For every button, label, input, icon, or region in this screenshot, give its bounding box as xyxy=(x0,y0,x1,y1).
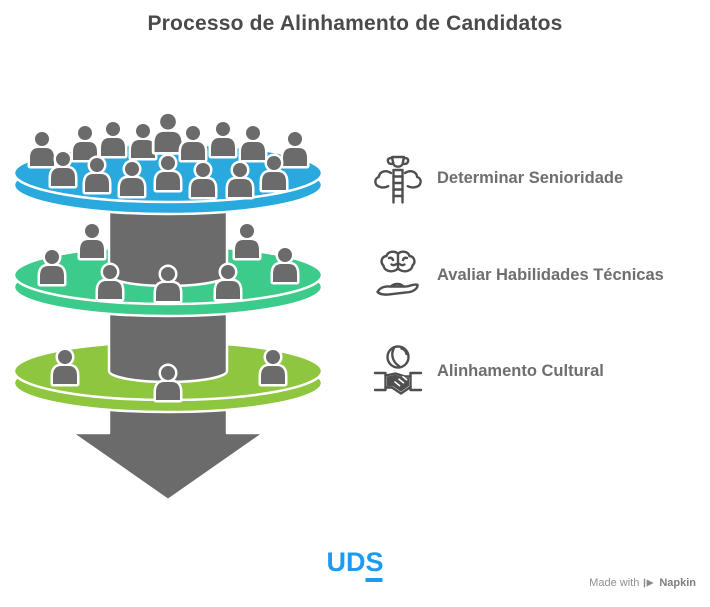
uds-logo-bar xyxy=(365,578,383,582)
funnel-cylinder xyxy=(107,173,229,288)
person-icon xyxy=(153,363,183,403)
funnel-disc xyxy=(12,142,324,216)
step-label: Alinhamento Cultural xyxy=(437,361,604,380)
step-cultural-alignment: Alinhamento Cultural xyxy=(372,343,604,399)
step-list: Determinar Senioridade Avaliar Habilidad… xyxy=(372,0,702,607)
person-icon xyxy=(37,247,67,287)
person-icon xyxy=(225,160,255,200)
person-icon xyxy=(82,155,112,195)
seniority-ladder-icon xyxy=(374,155,422,204)
person-icon xyxy=(153,153,183,193)
person-icon xyxy=(151,111,185,155)
person-icon xyxy=(232,221,262,261)
person-icon xyxy=(128,121,158,161)
person-icon xyxy=(77,221,107,261)
person-icon xyxy=(258,347,288,387)
funnel-cylinder xyxy=(107,275,229,384)
down-arrow xyxy=(70,369,266,502)
napkin-credit: Made with Napkin xyxy=(589,577,696,589)
uds-logo-text: UDS xyxy=(326,547,384,577)
step-determine-seniority: Determinar Senioridade xyxy=(372,150,623,206)
uds-logo: UDS xyxy=(326,547,384,582)
person-icon xyxy=(270,245,300,285)
step-evaluate-skills: Avaliar Habilidades Técnicas xyxy=(372,247,664,303)
person-icon xyxy=(50,347,80,387)
credit-prefix: Made with xyxy=(589,577,640,589)
napkin-logo-icon xyxy=(644,578,654,588)
person-icon xyxy=(208,119,238,159)
person-icon xyxy=(188,160,218,200)
funnel-disc xyxy=(12,244,324,318)
person-icon xyxy=(153,264,183,304)
person-icon xyxy=(48,149,78,189)
step-label: Determinar Senioridade xyxy=(437,168,624,187)
person-icon xyxy=(98,119,128,159)
person-icon xyxy=(178,123,208,163)
person-icon xyxy=(70,123,100,163)
person-icon xyxy=(213,262,243,302)
person-icon xyxy=(95,262,125,302)
handshake-globe-icon xyxy=(373,345,423,395)
person-icon xyxy=(238,123,268,163)
person-icon xyxy=(280,129,310,169)
page-title: Processo de Alinhamento de Candidatos xyxy=(147,12,563,35)
person-icon xyxy=(259,153,289,193)
step-label: Avaliar Habilidades Técnicas xyxy=(437,265,664,284)
brain-hand-icon xyxy=(376,250,419,296)
credit-brand: Napkin xyxy=(659,577,696,589)
funnel-disc xyxy=(12,340,324,414)
person-icon xyxy=(27,129,57,169)
person-icon xyxy=(117,159,147,199)
